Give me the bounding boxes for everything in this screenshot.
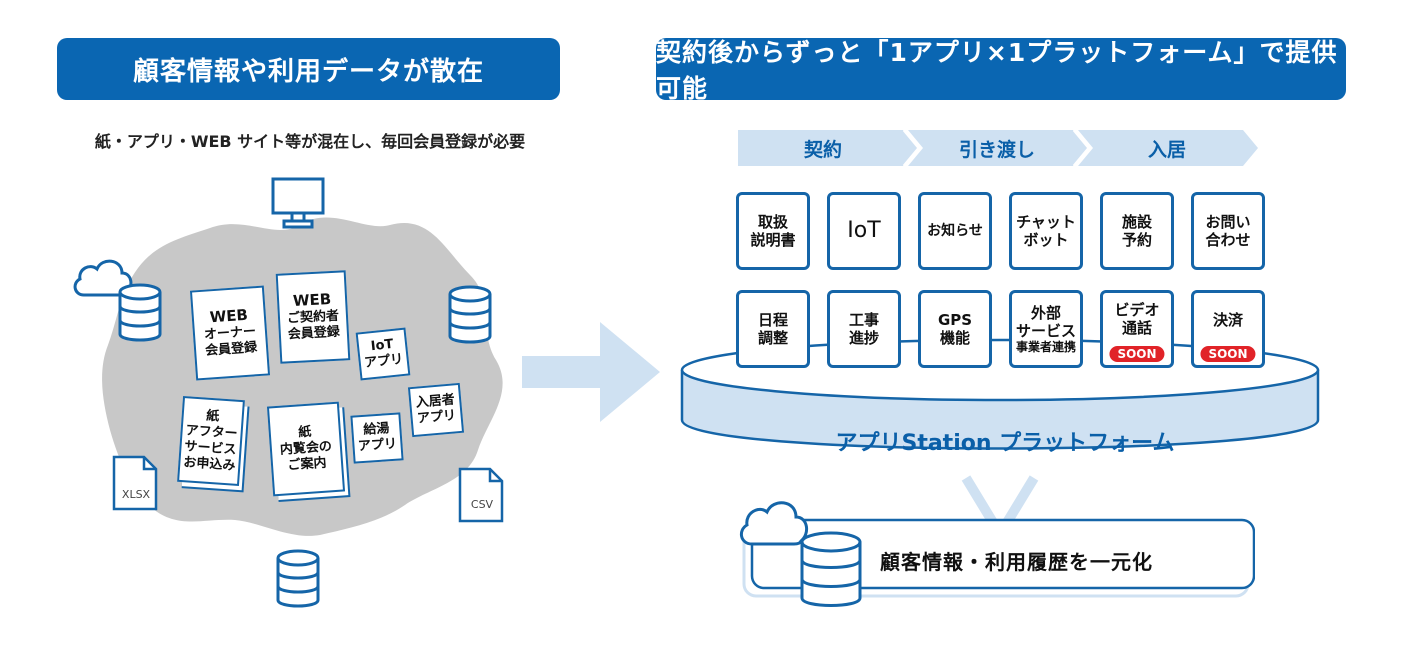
monitor-icon — [271, 177, 325, 229]
service-schedule: 日程 調整 — [736, 290, 810, 368]
database-icon — [448, 285, 492, 344]
database-icon — [118, 283, 162, 342]
left-header-text: 顧客情報や利用データが散在 — [132, 56, 484, 87]
service-inquiry: お問い 合わせ — [1191, 192, 1265, 270]
doc-paper-preview: 紙 内覧会の ご案内 — [266, 401, 346, 497]
service-video-call: ビデオ 通話 SOON — [1100, 290, 1174, 368]
cloud-icon — [739, 501, 809, 546]
unify-box — [742, 518, 1255, 598]
csv-file-icon — [458, 467, 504, 523]
doc-web-owner: WEB オーナー 会員登録 — [189, 285, 271, 381]
service-facility-booking: 施設 予約 — [1100, 192, 1174, 270]
xlsx-file-icon — [112, 455, 158, 511]
stage-contract: 契約 — [803, 138, 842, 161]
stage-chevron-bg — [738, 130, 1258, 166]
service-chatbot: チャット ボット — [1009, 192, 1083, 270]
service-construction-progress: 工事 進捗 — [827, 290, 901, 368]
doc-paper-after-service: 紙 アフター サービス お申込み — [177, 395, 245, 487]
unify-label: 顧客情報・利用履歴を一元化 — [880, 550, 1153, 574]
stage-move-in: 入居 — [1147, 138, 1186, 161]
left-subtitle: 紙・アプリ・WEB サイト等が混在し、毎回会員登録が必要 — [94, 132, 526, 151]
service-iot: IoT — [827, 192, 901, 270]
database-icon — [800, 531, 862, 607]
service-notice: お知らせ — [918, 192, 992, 270]
platform-label: アプリStation プラットフォーム — [835, 431, 1175, 456]
soon-badge: SOON — [1109, 345, 1165, 362]
left-header: 顧客情報や利用データが散在 — [57, 38, 560, 100]
csv-file-label: CSV — [470, 498, 494, 511]
arrow-right-icon — [522, 322, 660, 422]
service-manual: 取扱 説明書 — [736, 192, 810, 270]
soon-badge: SOON — [1200, 345, 1256, 362]
service-gps: GPS 機能 — [918, 290, 992, 368]
stage-handover: 引き渡し — [958, 138, 1035, 161]
service-external: 外部 サービス 事業者連携 — [1009, 290, 1083, 368]
doc-web-contractor: WEB ご契約者 会員登録 — [275, 270, 351, 364]
service-payment: 決済 SOON — [1191, 290, 1265, 368]
doc-water-heater-app: 給湯 アプリ — [350, 412, 404, 464]
database-icon — [276, 549, 320, 608]
doc-iot-app: IoT アプリ — [355, 327, 411, 381]
doc-resident-app: 入居者 アプリ — [407, 382, 465, 438]
right-header: 契約後からずっと「1アプリ×1プラットフォーム」で提供可能 — [656, 38, 1346, 103]
right-header-text: 契約後からずっと「1アプリ×1プラットフォーム」で提供可能 — [656, 38, 1338, 103]
xlsx-file-label: XLSX — [121, 488, 151, 501]
